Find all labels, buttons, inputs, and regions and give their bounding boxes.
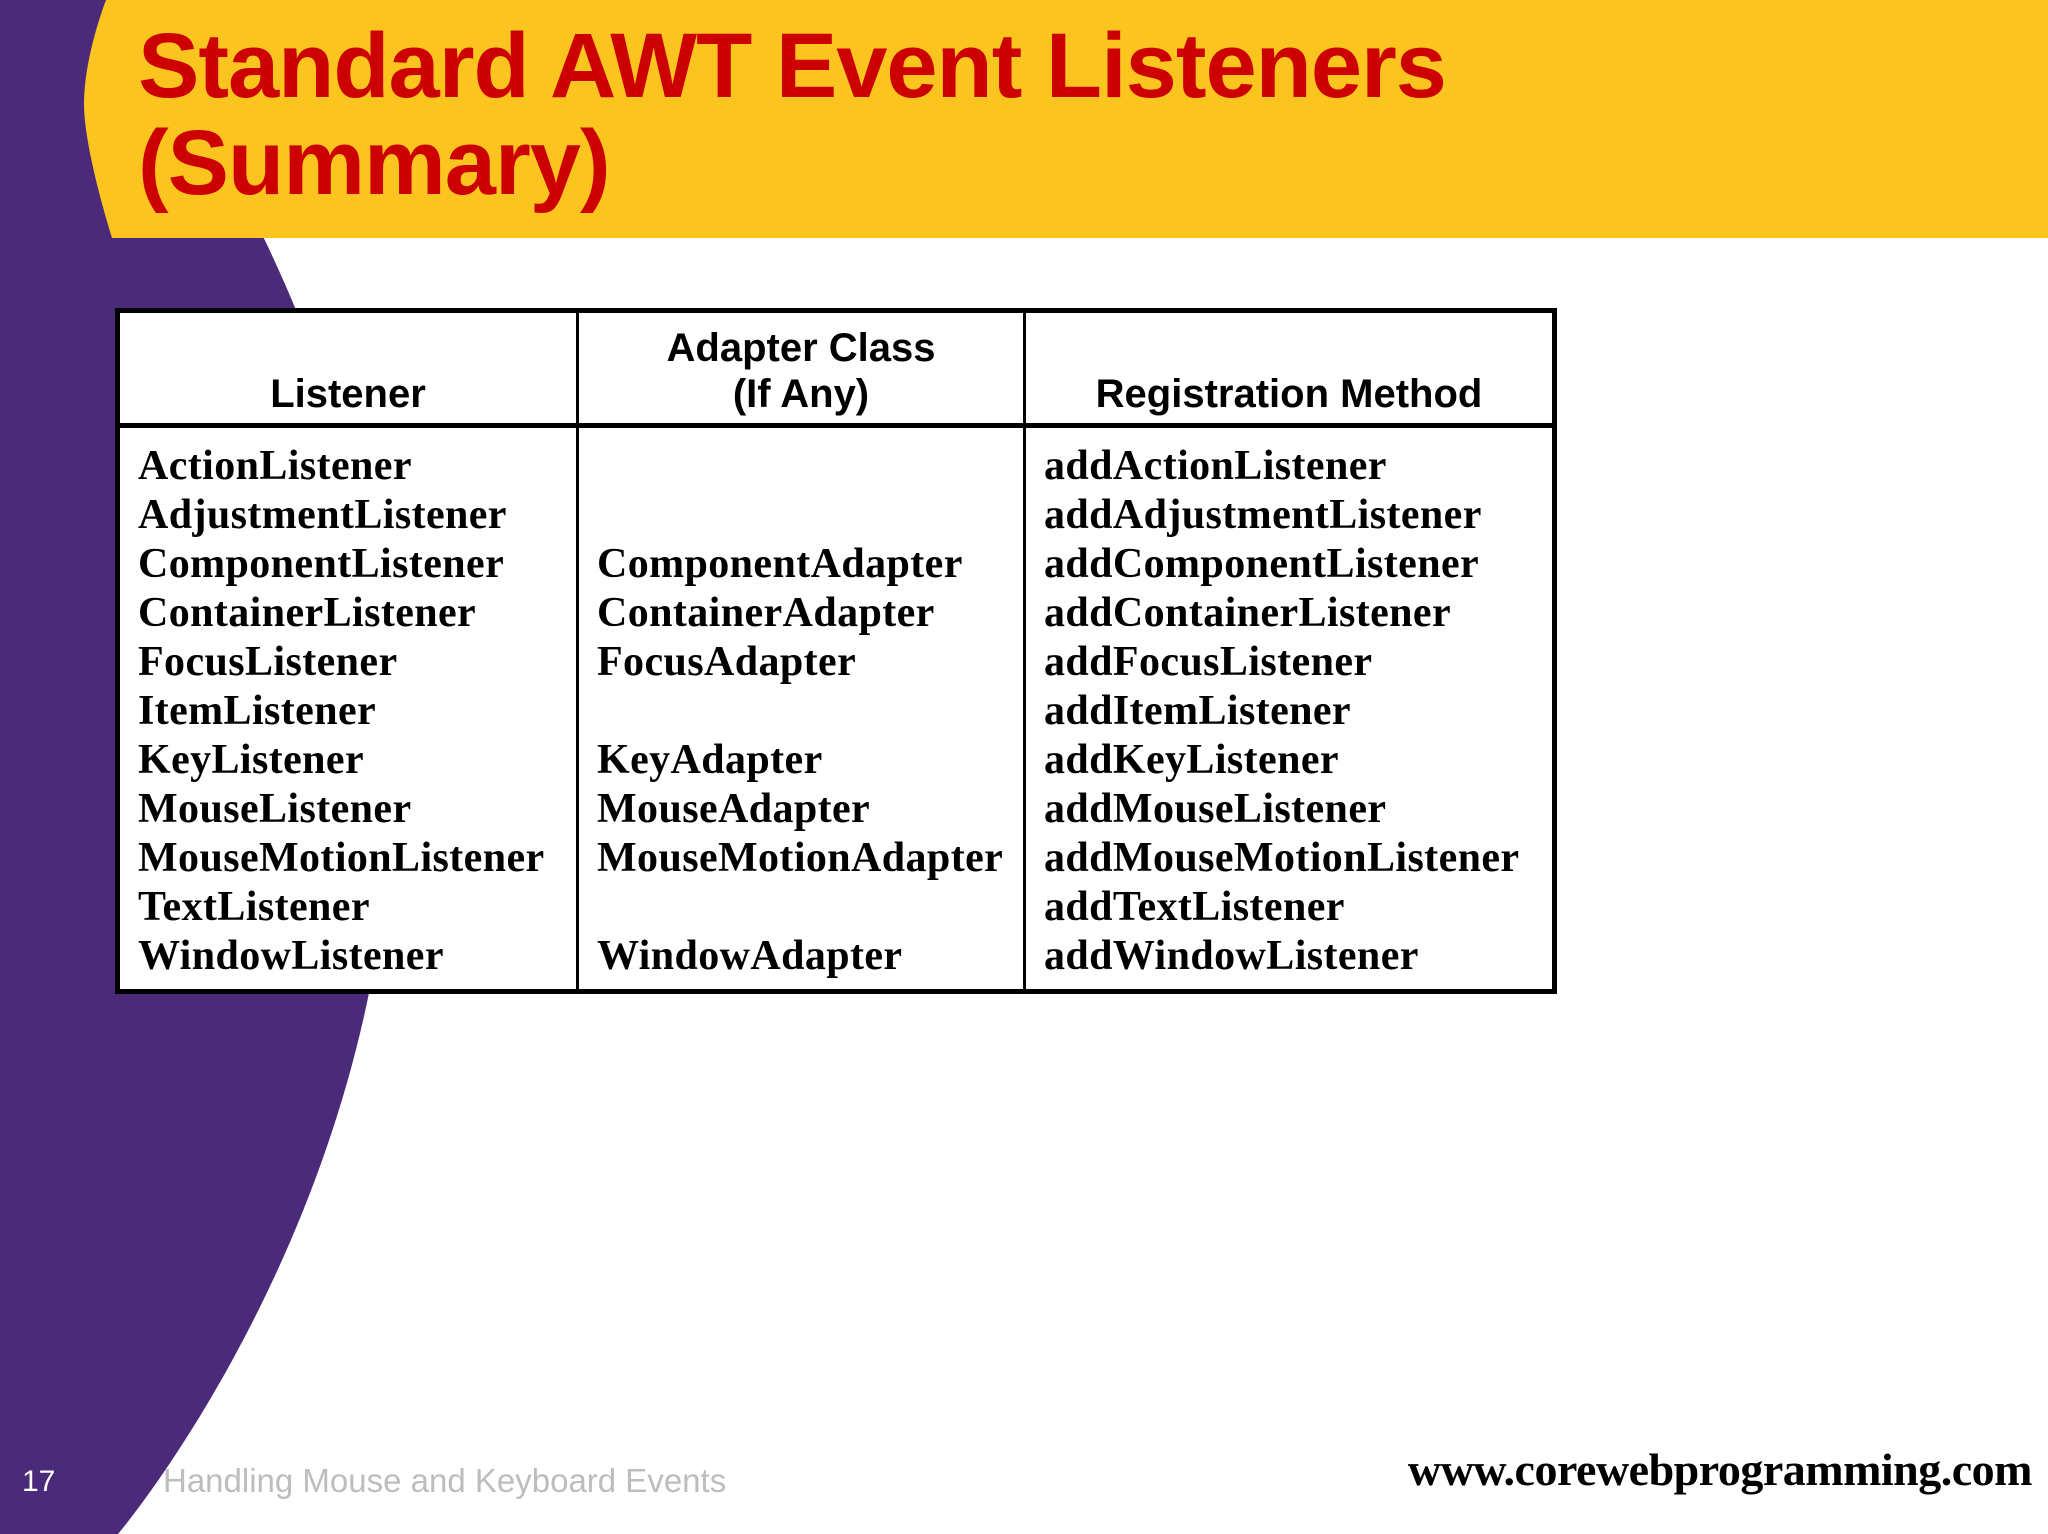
page-title: Standard AWT Event Listeners (Summary) bbox=[138, 15, 1447, 214]
cell-registration: addWindowListener bbox=[1044, 933, 1419, 979]
cell-registration: addActionListener bbox=[1044, 443, 1387, 489]
table-body: ActionListener addActionListener Adjustm… bbox=[117, 425, 1555, 992]
table-row: ActionListener addActionListener bbox=[117, 425, 1555, 489]
table-row: ContainerListener ContainerAdapter addCo… bbox=[117, 585, 1555, 636]
table-row: FocusListener FocusAdapter addFocusListe… bbox=[117, 634, 1555, 685]
table-row: ItemListener addItemListener bbox=[117, 683, 1555, 734]
cell-listener: WindowListener bbox=[117, 928, 579, 992]
table-row: AdjustmentListener addAdjustmentListener bbox=[117, 487, 1555, 538]
cell-adapter: KeyAdapter bbox=[577, 732, 1026, 781]
table-header: Listener Adapter Class (If Any) Registra… bbox=[117, 310, 1555, 428]
cell-listener: TextListener bbox=[117, 879, 579, 928]
cell-registration: addAdjustmentListener bbox=[1044, 492, 1482, 538]
cell-adapter: ComponentAdapter bbox=[577, 536, 1026, 585]
table-row: KeyListener KeyAdapter addKeyListener bbox=[117, 732, 1555, 783]
page-number: 17 bbox=[22, 1465, 56, 1498]
cell-registration: addKeyListener bbox=[1044, 737, 1339, 783]
cell-adapter bbox=[577, 879, 1026, 928]
table-row: MouseListener MouseAdapter addMouseListe… bbox=[117, 781, 1555, 832]
cell-adapter: MouseAdapter bbox=[577, 781, 1026, 830]
cell-adapter: WindowAdapter bbox=[577, 928, 1026, 992]
cell-listener: MouseListener bbox=[117, 781, 579, 830]
cell-registration: addMouseMotionListener bbox=[1044, 835, 1520, 881]
cell-listener: FocusListener bbox=[117, 634, 579, 683]
cell-adapter bbox=[577, 487, 1026, 536]
cell-listener: ActionListener bbox=[117, 425, 579, 487]
table-header-row: Listener Adapter Class (If Any) Registra… bbox=[117, 310, 1555, 428]
column-header-adapter: Adapter Class (If Any) bbox=[577, 310, 1026, 428]
cell-listener: AdjustmentListener bbox=[117, 487, 579, 536]
table-row: WindowListener WindowAdapter addWindowLi… bbox=[117, 928, 1555, 992]
cell-adapter bbox=[577, 425, 1026, 487]
cell-registration: addContainerListener bbox=[1044, 590, 1451, 636]
cell-adapter bbox=[577, 683, 1026, 732]
column-header-listener: Listener bbox=[117, 310, 579, 428]
cell-listener: ContainerListener bbox=[117, 585, 579, 634]
table-row: TextListener addTextListener bbox=[117, 879, 1555, 930]
awt-listeners-table: Listener Adapter Class (If Any) Registra… bbox=[115, 308, 1557, 994]
cell-adapter: MouseMotionAdapter bbox=[577, 830, 1026, 879]
footer-subtitle: Handling Mouse and Keyboard Events bbox=[163, 1462, 727, 1499]
cell-registration: addMouseListener bbox=[1044, 786, 1387, 832]
cell-adapter: ContainerAdapter bbox=[577, 585, 1026, 634]
table-row: ComponentListener ComponentAdapter addCo… bbox=[117, 536, 1555, 587]
cell-registration: addFocusListener bbox=[1044, 639, 1373, 685]
cell-listener: ComponentListener bbox=[117, 536, 579, 585]
table-row: MouseMotionListener MouseMotionAdapter a… bbox=[117, 830, 1555, 881]
column-header-registration: Registration Method bbox=[1024, 310, 1555, 428]
cell-listener: MouseMotionListener bbox=[117, 830, 579, 879]
cell-listener: KeyListener bbox=[117, 732, 579, 781]
footer-url: www.corewebprogramming.com bbox=[1407, 1444, 2033, 1495]
cell-adapter: FocusAdapter bbox=[577, 634, 1026, 683]
cell-registration: addItemListener bbox=[1044, 688, 1351, 734]
cell-registration: addComponentListener bbox=[1044, 541, 1480, 587]
cell-listener: ItemListener bbox=[117, 683, 579, 732]
cell-registration: addTextListener bbox=[1044, 884, 1345, 930]
